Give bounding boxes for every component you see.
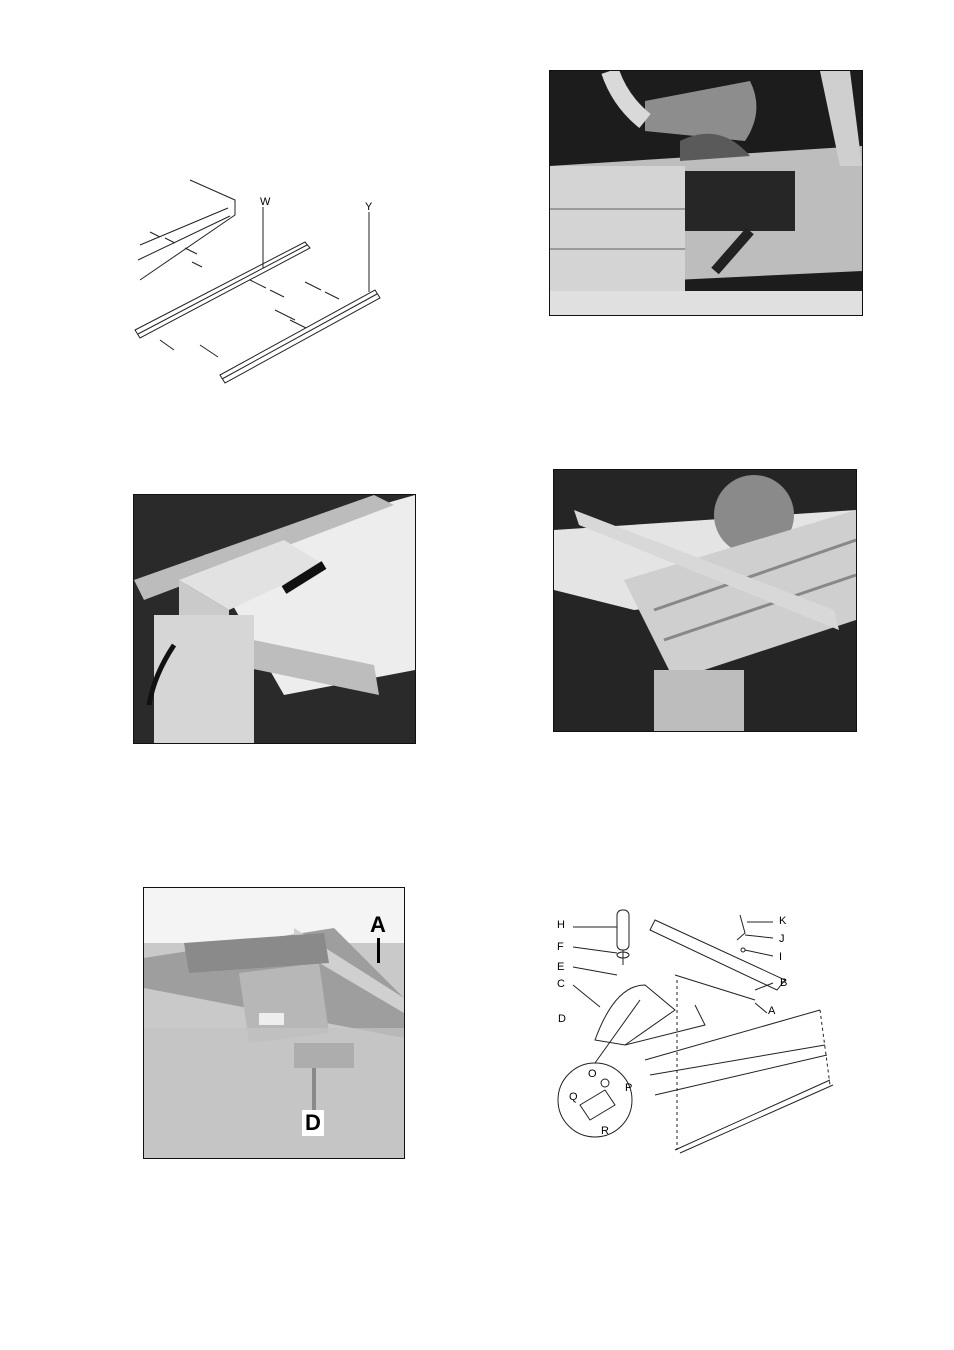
photo-carriage-underside: A D — [143, 887, 405, 1159]
label-q: Q — [569, 1091, 578, 1103]
label-r: R — [601, 1125, 609, 1137]
photo-graphic — [550, 71, 862, 315]
label-j: J — [779, 933, 785, 945]
label-i: I — [779, 951, 782, 963]
exploded-drawing — [555, 905, 845, 1160]
photo-graphic — [554, 470, 856, 731]
photo-fence-lock-handle — [133, 494, 416, 744]
label-o: O — [588, 1068, 597, 1080]
label-b: B — [780, 977, 787, 989]
photo-graphic — [144, 888, 404, 1158]
label-k: K — [779, 915, 786, 927]
label-f: F — [557, 941, 564, 953]
photo-crosscut-fence-table — [553, 469, 857, 732]
label-d: D — [558, 1013, 566, 1025]
label-c: C — [557, 978, 565, 990]
photo-saw-blade-carriage — [549, 70, 863, 316]
label-e: E — [557, 961, 564, 973]
label-a: A — [768, 1005, 775, 1017]
label-h: H — [557, 919, 565, 931]
label-w: W — [260, 196, 270, 208]
label-y: Y — [365, 201, 372, 213]
label-d: D — [302, 1110, 324, 1136]
photo-graphic — [134, 495, 415, 743]
figure-fence-exploded-drawing: H F E C D K J I B A O P Q R — [555, 905, 845, 1160]
label-p: P — [625, 1082, 632, 1094]
label-a: A — [370, 912, 386, 938]
figure-rail-assembly-drawing: W Y — [130, 170, 390, 385]
